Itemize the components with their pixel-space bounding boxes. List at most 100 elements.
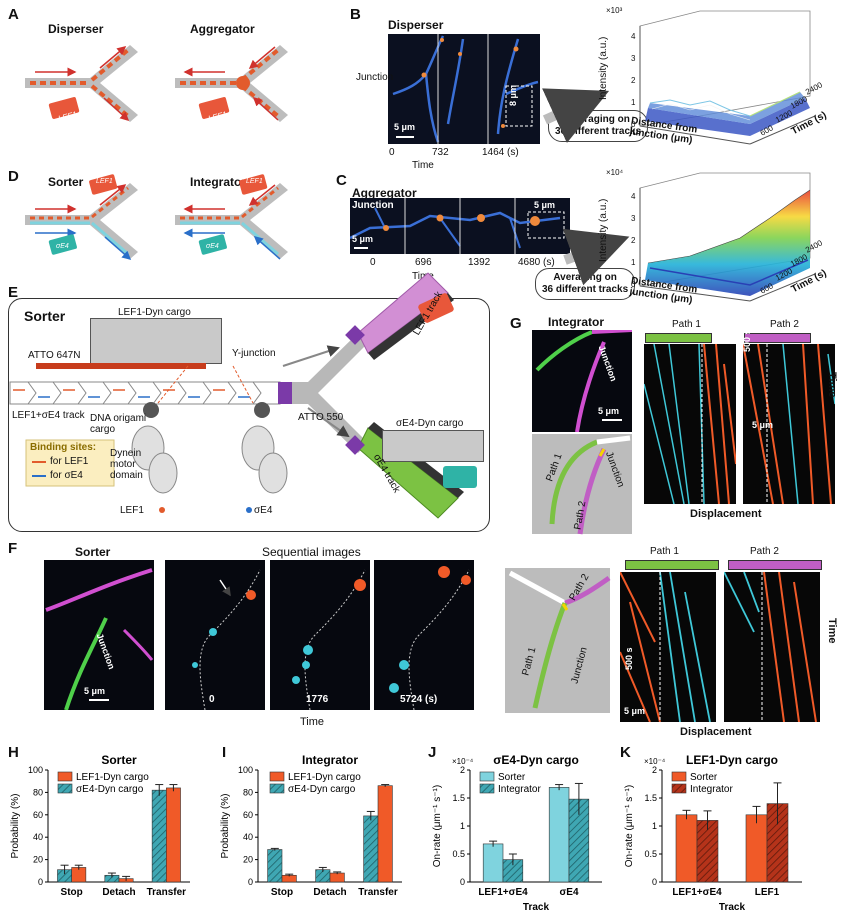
g-path1-header: Path 1 <box>672 319 701 330</box>
y-tick-label: 0 <box>460 877 465 887</box>
legend-swatch <box>57 771 73 782</box>
c-ztick-4: 4 <box>631 192 636 201</box>
category-label: LEF1 <box>755 887 780 898</box>
y-tick-label: 80 <box>243 787 253 797</box>
b-ztick-4: 4 <box>631 32 636 41</box>
c-zlabel: Intensity (a.u.) <box>598 198 609 262</box>
e-title: Sorter <box>24 308 66 324</box>
panel-label-c: C <box>336 172 347 189</box>
bar <box>267 849 283 883</box>
panel-label-d: D <box>8 168 19 185</box>
engine-label-integrator-se4: σE4 <box>206 243 219 250</box>
c-time-2: 1392 <box>468 257 491 268</box>
g-time-axis-label: Time <box>826 372 838 398</box>
c-ztick-1: 1 <box>631 258 636 267</box>
panel-label-g: G <box>510 315 522 332</box>
legend-label: LEF1-Dyn cargo <box>76 772 149 783</box>
b-time-1: 732 <box>432 147 449 158</box>
sorter-schematic <box>9 272 477 519</box>
g-micrograph: 5 μm Junction <box>532 330 632 432</box>
lef1-cargo-micrograph <box>90 318 222 364</box>
panel-label-b: B <box>350 6 361 23</box>
y-tick-label: 0.5 <box>644 849 657 859</box>
f-title: Sorter <box>75 545 111 559</box>
c-scalebar-2: 5 μm <box>534 200 556 210</box>
c-zexp: ×10⁴ <box>606 168 624 177</box>
binding-title: Binding sites: <box>30 442 97 453</box>
c-junction-label: Junction <box>352 200 394 211</box>
f-path1-header: Path 1 <box>650 546 679 557</box>
aggregator-title: Aggregator <box>190 22 255 36</box>
b-surface <box>645 91 810 136</box>
c-ztick-2: 2 <box>631 236 636 245</box>
c-scalebar: 5 μm <box>352 234 374 244</box>
se4-cargo-label: σE4-Dyn cargo <box>396 418 464 429</box>
y-tick-label: 20 <box>243 855 253 865</box>
category-label: LEF1+σE4 <box>672 887 722 898</box>
lef1-origami-bar <box>36 363 206 369</box>
lef1-label: LEF1 <box>120 505 144 516</box>
legend-label: Sorter <box>690 772 718 783</box>
b-title: Disperser <box>388 18 444 32</box>
bar <box>675 814 698 883</box>
g-kymograph-2 <box>743 344 835 504</box>
y-tick-label: 0 <box>652 877 657 887</box>
panel-a-diagram <box>25 45 288 122</box>
b-ztick-3: 3 <box>631 54 636 63</box>
b-zexp: ×10³ <box>606 6 623 15</box>
y-tick-label: 1.5 <box>644 793 657 803</box>
integrator-title-d: Integrator <box>190 175 247 189</box>
legend-swatch <box>269 783 285 794</box>
dynein-label: Dynein motor domain <box>110 448 143 481</box>
f-seq-title: Sequential images <box>262 545 361 559</box>
f-path2-bar <box>728 560 822 570</box>
f-time-1: 1776 <box>306 694 329 705</box>
b-callout-arrow <box>542 88 610 144</box>
panel-label-f: F <box>8 540 18 557</box>
legend-swatch <box>479 771 495 782</box>
b-micrograph: 5 μm 8 μm <box>388 34 540 144</box>
legend-label: Integrator <box>498 784 541 795</box>
b-surface-plot <box>639 10 816 145</box>
category-label: Detach <box>313 887 346 898</box>
f-kymo-time-scale: 500 s <box>624 647 634 670</box>
y-tick-label: 60 <box>243 810 253 820</box>
y-tick-label: 2 <box>652 765 657 775</box>
bar <box>166 787 181 883</box>
f-scalebar: 5 μm <box>84 686 106 696</box>
y-axis-label: On-rate (μm⁻¹ s⁻¹) <box>624 785 635 867</box>
legend-label: LEF1-Dyn cargo <box>288 772 361 783</box>
f-displacement-label: Displacement <box>680 726 752 738</box>
c-title: Aggregator <box>352 186 417 200</box>
c-micrograph: 5 μm 5 μm <box>350 198 570 254</box>
bar <box>363 815 379 883</box>
category-label: σE4 <box>559 887 579 898</box>
c-surface-plot <box>639 172 816 302</box>
c-callout-arrow <box>562 228 630 286</box>
panel-d-diagram <box>25 174 288 260</box>
sorter-title-d: Sorter <box>48 175 84 189</box>
y-tick-label: 80 <box>33 787 43 797</box>
g-kymo-dist-scale: 5 μm <box>752 420 774 430</box>
f-kymograph-2 <box>724 572 820 722</box>
y-axis-label: On-rate (μm⁻¹ s⁻¹) <box>432 785 443 867</box>
sorter-junction <box>25 174 138 260</box>
bar <box>377 785 393 883</box>
atto647-label: ATTO 647N <box>28 350 81 361</box>
b-ztick-1: 1 <box>631 98 636 107</box>
panel-label-i: I <box>222 744 227 761</box>
category-label: Stop <box>61 887 83 898</box>
panel-label-k: K <box>620 744 631 761</box>
g-path2-bar <box>744 333 811 343</box>
y-tick-label: 100 <box>28 765 43 775</box>
category-label: Transfer <box>147 887 187 898</box>
bar <box>329 872 345 883</box>
se4-cargo-micrograph <box>382 430 484 462</box>
legend-swatch <box>57 783 73 794</box>
c-time-axis: Time <box>412 271 434 282</box>
binding-lef1: for LEF1 <box>50 456 89 467</box>
f-frame-1: 0 <box>165 560 265 710</box>
c-ztick-0: 0 <box>631 280 636 289</box>
